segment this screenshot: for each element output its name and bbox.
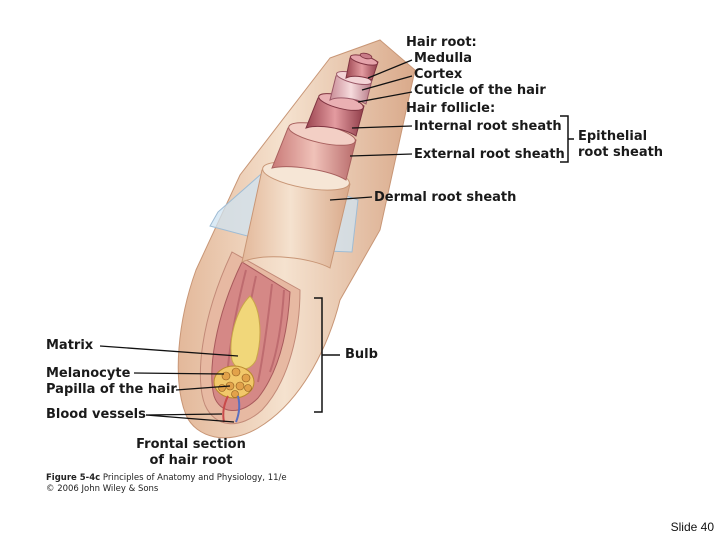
label-blood-vessels: Blood vessels [46, 407, 146, 422]
label-dermal-root-sheath: Dermal root sheath [374, 190, 517, 205]
blood-vessels [222, 395, 241, 423]
label-frontal-section-line1: Frontal section [136, 437, 246, 452]
label-bulb: Bulb [345, 347, 378, 362]
label-frontal-section-line2: of hair root [149, 453, 233, 468]
label-hair-follicle: Hair follicle: [406, 101, 496, 116]
label-cortex: Cortex [414, 67, 463, 82]
figure-caption-line1: Figure 5-4c Principles of Anatomy and Ph… [46, 473, 287, 483]
slide-number: Slide 40 [670, 520, 714, 534]
figure-copyright: © 2006 John Wiley & Sons [46, 484, 159, 494]
bulb-bracket [314, 297, 340, 413]
melanocyte-cells [218, 367, 252, 398]
book-title: Principles of Anatomy and Physiology, 11… [102, 473, 287, 483]
label-internal-root-sheath: Internal root sheath [414, 119, 562, 134]
label-melanocyte: Melanocyte [46, 366, 131, 381]
epithelial-bracket [560, 115, 574, 163]
label-matrix: Matrix [46, 338, 94, 353]
leader-lines [99, 59, 413, 423]
label-hair-root: Hair root: [406, 35, 477, 50]
label-epithelial-line2: root sheath [578, 145, 664, 160]
label-cuticle: Cuticle of the hair [414, 83, 546, 98]
label-epithelial-line1: Epithelial [578, 129, 648, 144]
label-medulla: Medulla [414, 51, 472, 66]
figure-id: Figure 5-4c [46, 473, 101, 483]
label-external-root-sheath: External root sheath [414, 147, 565, 162]
medulla-core [359, 52, 373, 60]
label-papilla: Papilla of the hair [46, 382, 177, 397]
